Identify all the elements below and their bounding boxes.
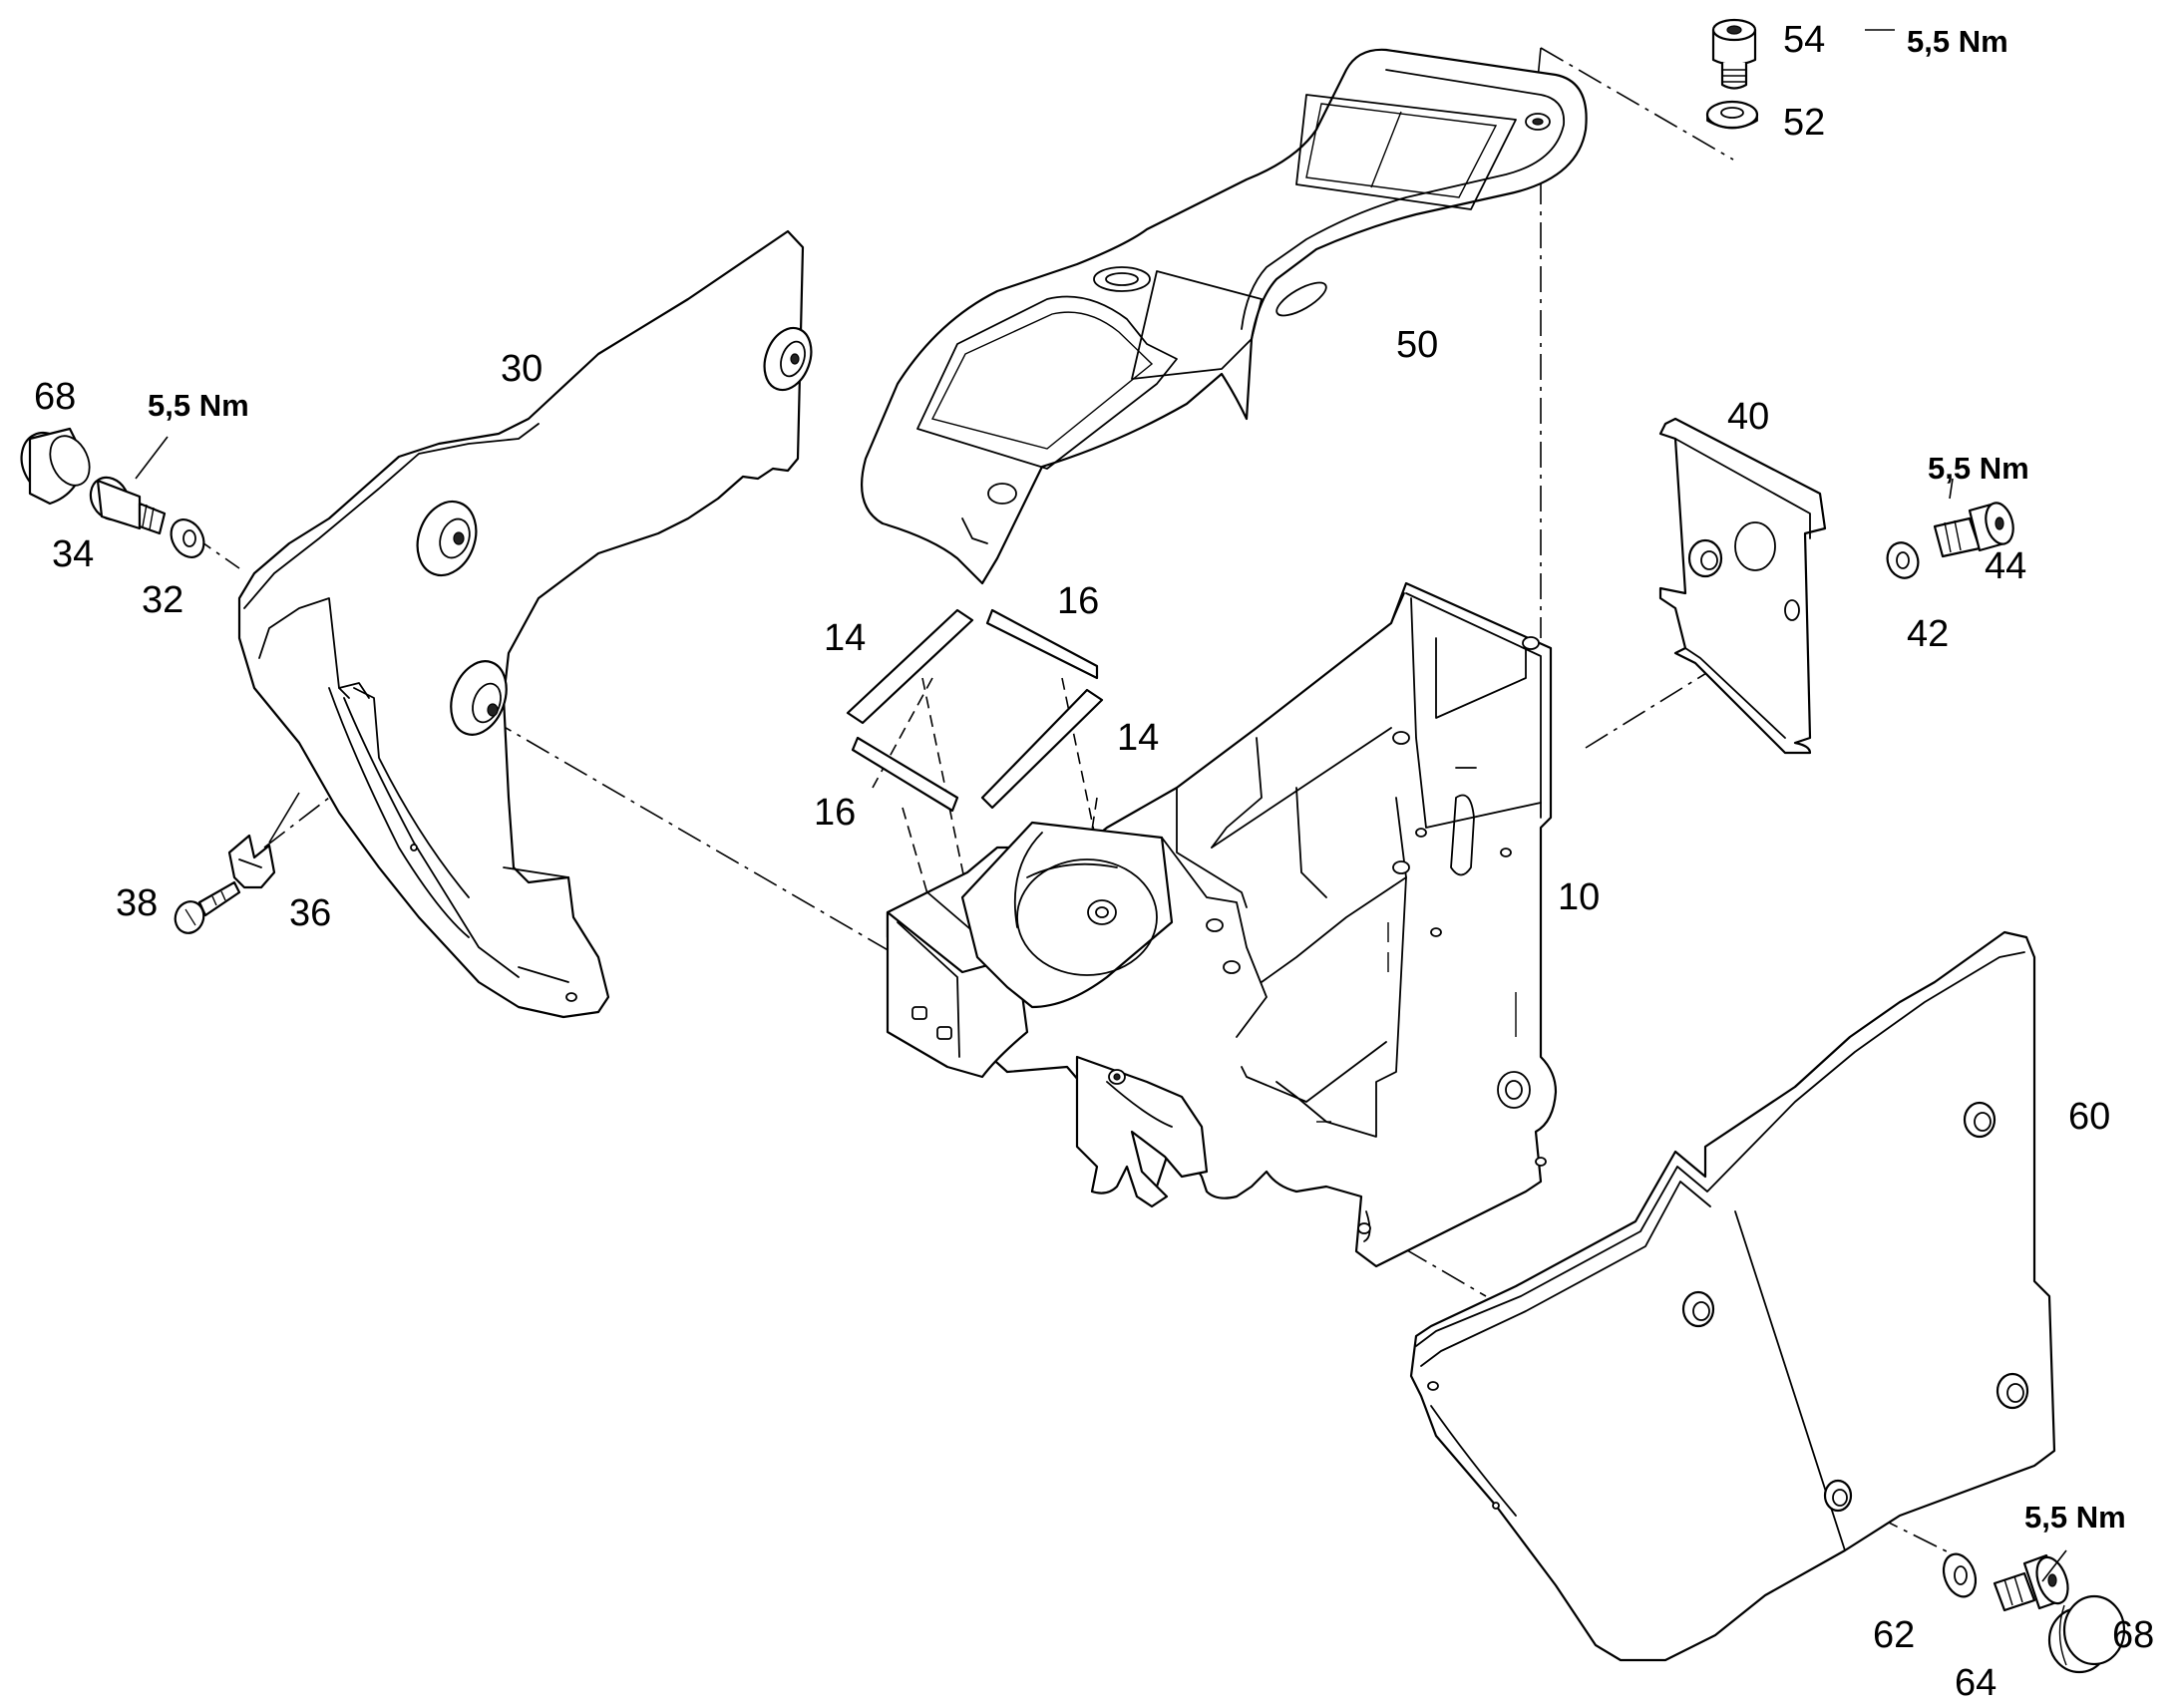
callout-32: 32 — [142, 579, 183, 621]
callout-38: 38 — [116, 882, 158, 924]
screw-part-44 — [1933, 502, 2014, 558]
cap-part-68-left — [20, 427, 91, 506]
clip-part-36 — [227, 834, 276, 889]
strip-16-upper — [985, 608, 1099, 680]
washer-part-62 — [1942, 1552, 1978, 1598]
callout-10: 10 — [1558, 876, 1600, 918]
screw-part-38 — [174, 880, 241, 934]
plate-part-40 — [1658, 417, 1827, 755]
top-cover-part-50 — [861, 48, 1588, 585]
torque-34: 5,5 Nm — [148, 388, 249, 423]
callout-60: 60 — [2068, 1096, 2110, 1138]
strip-14-lower — [980, 688, 1104, 810]
screw-part-54 — [1711, 18, 1757, 90]
washer-part-52 — [1705, 100, 1759, 130]
screw-part-64 — [1993, 1553, 2069, 1612]
callout-62: 62 — [1873, 1614, 1915, 1656]
callout-50: 50 — [1396, 324, 1438, 366]
torque-54: 5,5 Nm — [1907, 24, 2008, 59]
cap-part-68-right — [2047, 1594, 2126, 1674]
callout-30: 30 — [501, 348, 543, 390]
callout-42: 42 — [1907, 613, 1949, 655]
callout-34: 34 — [52, 533, 94, 575]
washer-part-32 — [170, 518, 205, 558]
callout-52: 52 — [1783, 102, 1825, 144]
callout-14-upper: 14 — [824, 617, 866, 659]
washer-part-42 — [1886, 541, 1920, 579]
strip-16-lower — [851, 736, 959, 813]
screw-part-34 — [89, 476, 167, 535]
right-cover-part-60 — [1409, 930, 2056, 1662]
torque-labels: 5,5 Nm 5,5 Nm 5,5 Nm 5,5 Nm — [148, 24, 2126, 1535]
torque-64: 5,5 Nm — [2024, 1500, 2126, 1535]
main-frame-part-10 — [886, 581, 1558, 1268]
left-cover-part-30 — [237, 229, 813, 1019]
callout-16-upper: 16 — [1057, 580, 1099, 622]
callout-68-left: 68 — [34, 376, 76, 418]
callout-labels: 54 52 50 30 68 34 32 40 44 42 16 14 14 1… — [34, 19, 2154, 1704]
callout-54: 54 — [1783, 19, 1825, 61]
callout-68-right: 68 — [2112, 1614, 2154, 1656]
callout-36: 36 — [289, 892, 331, 934]
callout-44: 44 — [1985, 545, 2026, 587]
callout-16-lower: 16 — [814, 792, 856, 834]
callout-40: 40 — [1727, 396, 1769, 438]
leader-lines — [135, 29, 2067, 1582]
torque-44: 5,5 Nm — [1928, 451, 2029, 486]
callout-14-lower: 14 — [1117, 717, 1159, 759]
foam-strips-14-16 — [846, 608, 1104, 813]
callout-64: 64 — [1955, 1662, 1997, 1704]
strip-14-upper — [846, 608, 974, 725]
